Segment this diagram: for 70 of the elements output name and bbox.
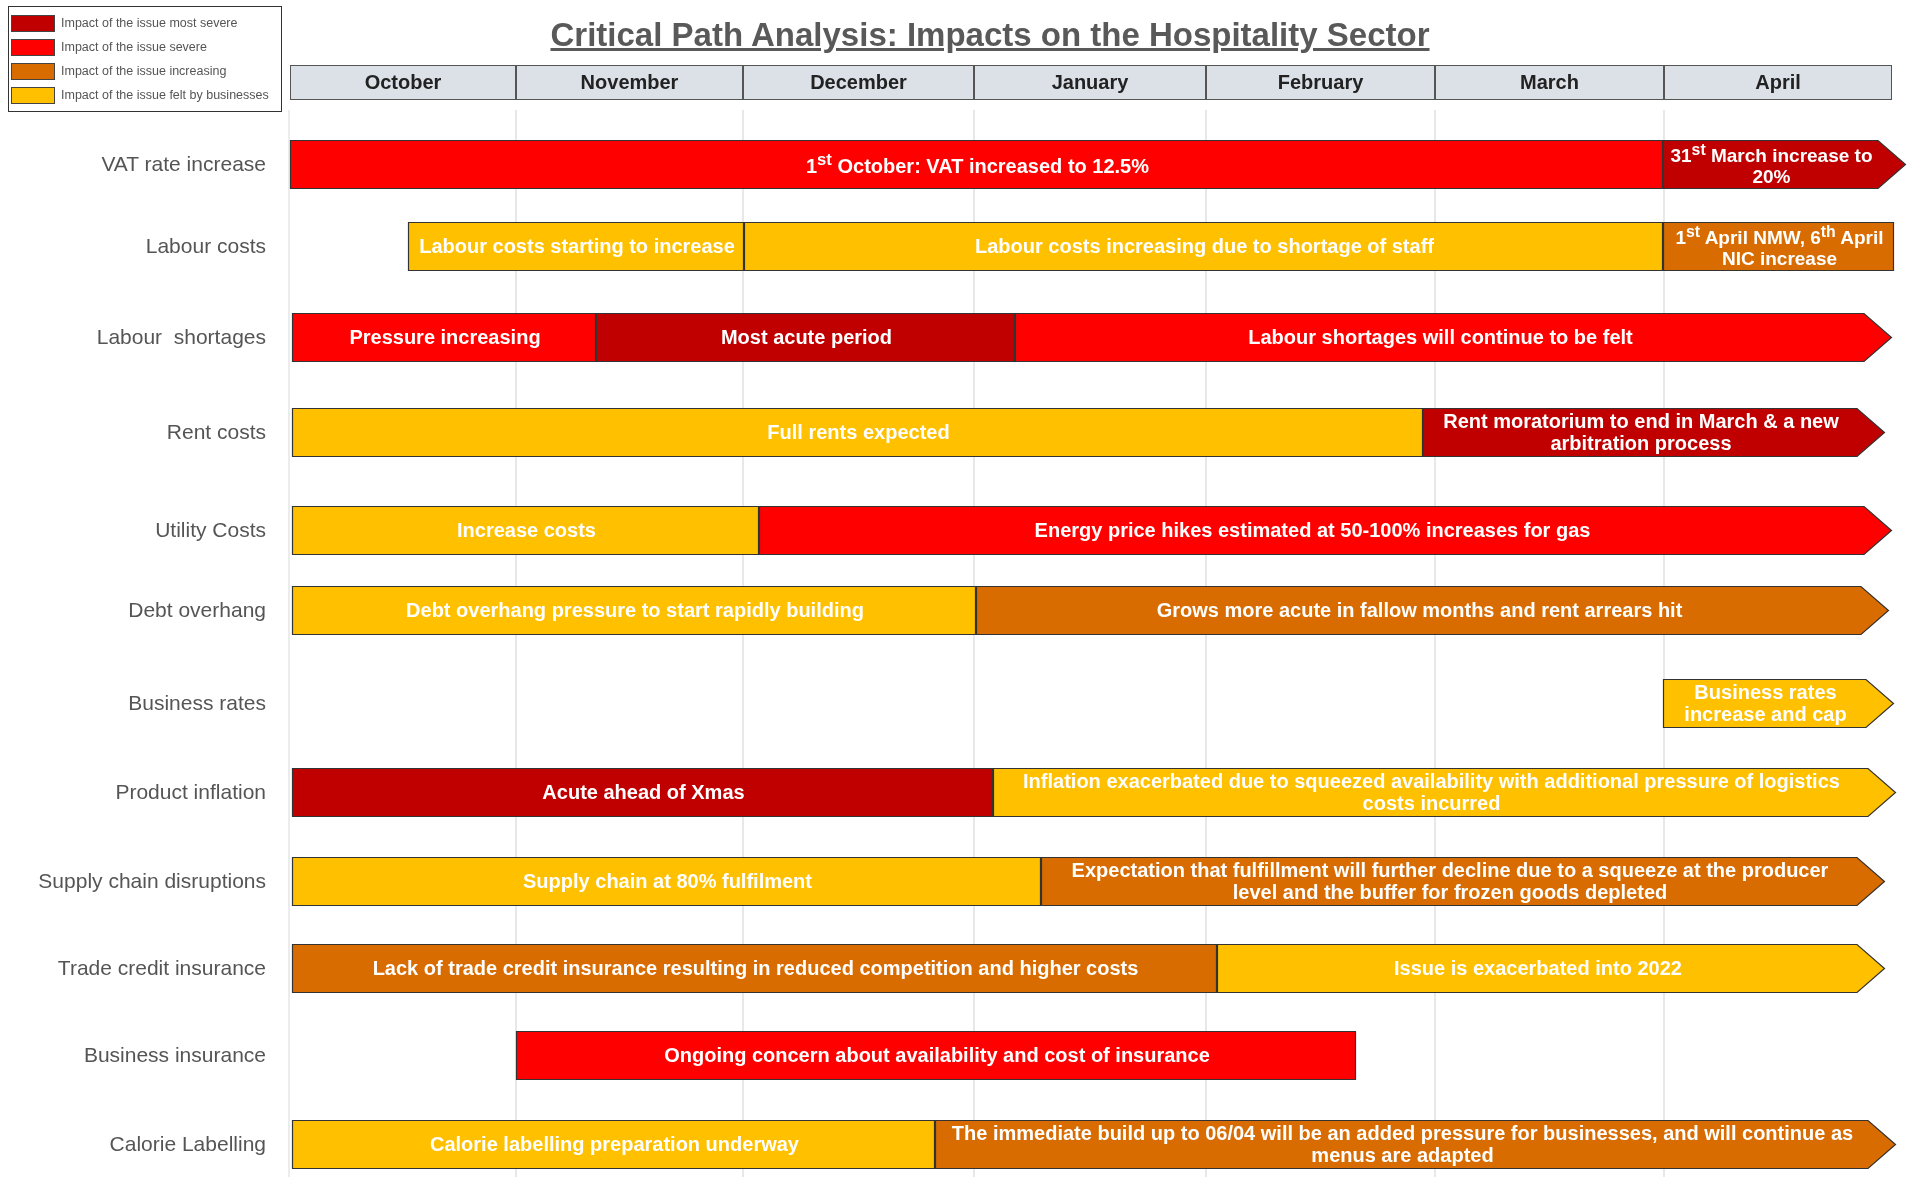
timeline-bar (292, 1119, 935, 1169)
timeline-bar (976, 585, 1889, 635)
bar-label: Rent moratorium to end in March & a new arbitration process (1442, 409, 1840, 455)
timeline-bar (993, 767, 1896, 817)
row-label-text: Product inflation (115, 778, 266, 805)
bar-label: Inflation exacerbated due to squeezed availability with additional pressure of logistics costs incurred (1022, 769, 1841, 815)
timeline-bar (1663, 678, 1894, 728)
bar-label: Labour costs increasing due to shortage of staff (975, 234, 1434, 258)
bar-label: Labour costs starting to increase (419, 234, 735, 258)
timeline-bar (292, 505, 759, 555)
bar-label: Increase costs (457, 518, 596, 542)
legend-text: Impact of the issue severe (61, 40, 207, 54)
timeline-bar (292, 856, 1041, 906)
bar-label: Pressure increasing (349, 325, 541, 349)
month-header: October (290, 65, 516, 100)
row-label-text: Labour shortages (96, 323, 266, 350)
row-label-text: Rent costs (166, 418, 266, 445)
timeline-bar (290, 139, 1663, 189)
row-label-text: Debt overhang (128, 596, 266, 623)
bar-label: Supply chain at 80% fulfilment (523, 869, 812, 893)
bar-label: Lack of trade credit insurance resulting in reduced competition and higher costs (372, 956, 1139, 980)
month-header: January (974, 65, 1206, 100)
legend-text: Impact of the issue increasing (61, 64, 227, 78)
bar-label: The immediate build up to 06/04 will be an added pressure for businesses, and will continue as menus are adapted (950, 1121, 1855, 1167)
bar-label: Calorie labelling preparation underway (430, 1132, 799, 1156)
bar-label: 1$^{st}$ April NMW, 6$^{th}$ April NIC increase (1674, 222, 1885, 270)
row-label-text: Calorie Labelling (109, 1130, 266, 1157)
row-label-text: Utility Costs (155, 516, 266, 543)
timeline-bar (744, 221, 1663, 271)
timeline-bar (1663, 139, 1906, 189)
month-header: April (1664, 65, 1892, 100)
month-header: November (516, 65, 743, 100)
timeline-bar (292, 585, 976, 635)
bar-label: Issue is exacerbated into 2022 (1394, 956, 1682, 980)
bar-label: 31$^{st}$ March increase to 20% (1669, 140, 1874, 188)
row-label-text: Business insurance (83, 1041, 266, 1068)
month-header: February (1206, 65, 1435, 100)
bar-label: Grows more acute in fallow months and rent arrears hit (1156, 598, 1683, 622)
row-label-text: Trade credit insurance (57, 954, 266, 981)
bar-label: Debt overhang pressure to start rapidly building (406, 598, 864, 622)
bar-label: Business rates increase and cap (1683, 680, 1848, 726)
bar-label: Full rents expected (767, 420, 950, 444)
month-header: March (1435, 65, 1664, 100)
bar-label: Most acute period (720, 325, 893, 349)
row-label-text: VAT rate increase (101, 150, 266, 177)
bar-label: Energy price hikes estimated at 50-100% increases for gas (1034, 518, 1591, 542)
timeline-bar (408, 221, 744, 271)
timeline-bar (1423, 407, 1885, 457)
timeline-bar (292, 943, 1217, 993)
bar-label: Acute ahead of Xmas (542, 780, 745, 804)
timeline-bar (292, 407, 1423, 457)
chart-title: Critical Path Analysis: Impacts on the Hospitality Sector (549, 16, 1431, 54)
bar-label: Labour shortages will continue to be felt (1248, 325, 1633, 349)
row-label-text: Business rates (128, 689, 266, 716)
row-label-text: Supply chain disruptions (38, 867, 266, 894)
bar-label: Expectation that fulfillment will further decline due to a squeeze at the producer level and the buffer for frozen goods depleted (1070, 858, 1830, 904)
legend-text: Impact of the issue most severe (61, 16, 238, 30)
bar-label: 1$^{st}$ October: VAT increased to 12.5% (805, 150, 1150, 177)
timeline-bar (1041, 856, 1885, 906)
timeline-bar (292, 312, 596, 362)
timeline-bar (759, 505, 1892, 555)
timeline-bar (292, 767, 993, 817)
timeline-bar (596, 312, 1015, 362)
legend-text: Impact of the issue felt by businesses (61, 88, 269, 102)
timeline-bar (1217, 943, 1885, 993)
timeline-bar (1015, 312, 1892, 362)
month-header: December (743, 65, 974, 100)
row-label-text: Labour costs (145, 232, 266, 259)
bar-label: Ongoing concern about availability and cost of insurance (664, 1043, 1210, 1067)
timeline-bar (516, 1030, 1356, 1080)
